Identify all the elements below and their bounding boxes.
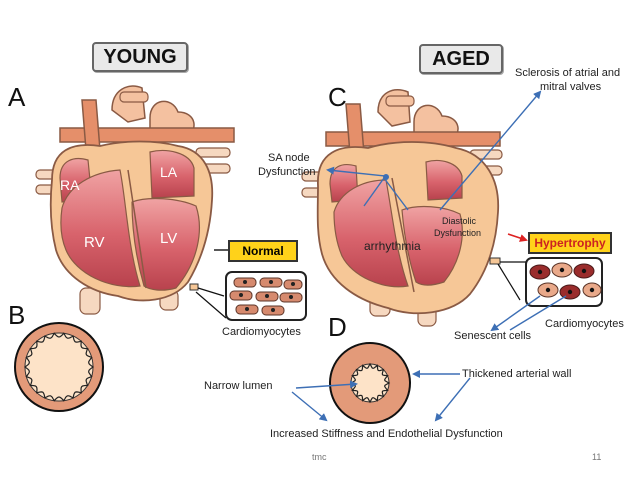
panel-label-b: B	[8, 300, 26, 330]
aged-artery	[329, 342, 411, 424]
young-cardiomyocytes-label: Cardiomyocytes	[222, 326, 301, 338]
diastolic-label-line1: Diastolic	[442, 216, 477, 226]
thickened-wall-label: Thickened arterial wall	[462, 368, 572, 380]
arrhythmia-label: arrhythmia	[364, 239, 421, 253]
hypertrophy-status-badge: Hypertrophy	[528, 232, 612, 254]
chamber-label-rv: RV	[84, 234, 105, 251]
hypertrophy-arrow	[507, 233, 528, 242]
annotation-arrows	[291, 90, 567, 422]
narrow-lumen-label: Narrow lumen	[204, 380, 273, 392]
chamber-label-la: LA	[160, 164, 178, 180]
sa-node-label-line1: SA node	[268, 152, 310, 164]
chamber-label-ra: RA	[60, 177, 80, 193]
diastolic-label-line2: Dysfunction	[434, 228, 482, 238]
stiffness-label: Increased Stiffness and Endothelial Dysf…	[270, 428, 503, 440]
aged-cardiomyocyte-cluster	[525, 257, 603, 307]
panel-label-c: C	[328, 82, 347, 112]
title-young: YOUNG	[92, 42, 188, 72]
senescent-cells-label: Senescent cells	[454, 330, 532, 342]
footer-page-number: 11	[592, 452, 602, 462]
young-cardiomyocyte-cluster	[225, 271, 307, 321]
sa-node-label-line2: Dysfunction	[258, 166, 316, 178]
young-heart	[35, 85, 235, 319]
young-artery	[14, 322, 104, 412]
footer-author: tmc	[312, 452, 327, 462]
title-aged: AGED	[419, 44, 503, 74]
chamber-label-lv: LV	[160, 230, 178, 247]
normal-status-badge: Normal	[228, 240, 298, 262]
panel-label-d: D	[328, 312, 347, 342]
aged-cardiomyocytes-label: Cardiomyocytes	[545, 318, 624, 330]
sclerosis-label-line2: mitral valves	[540, 81, 602, 93]
aged-heart	[301, 89, 528, 327]
sclerosis-label-line1: Sclerosis of atrial and	[515, 67, 621, 79]
panel-label-a: A	[8, 82, 26, 112]
